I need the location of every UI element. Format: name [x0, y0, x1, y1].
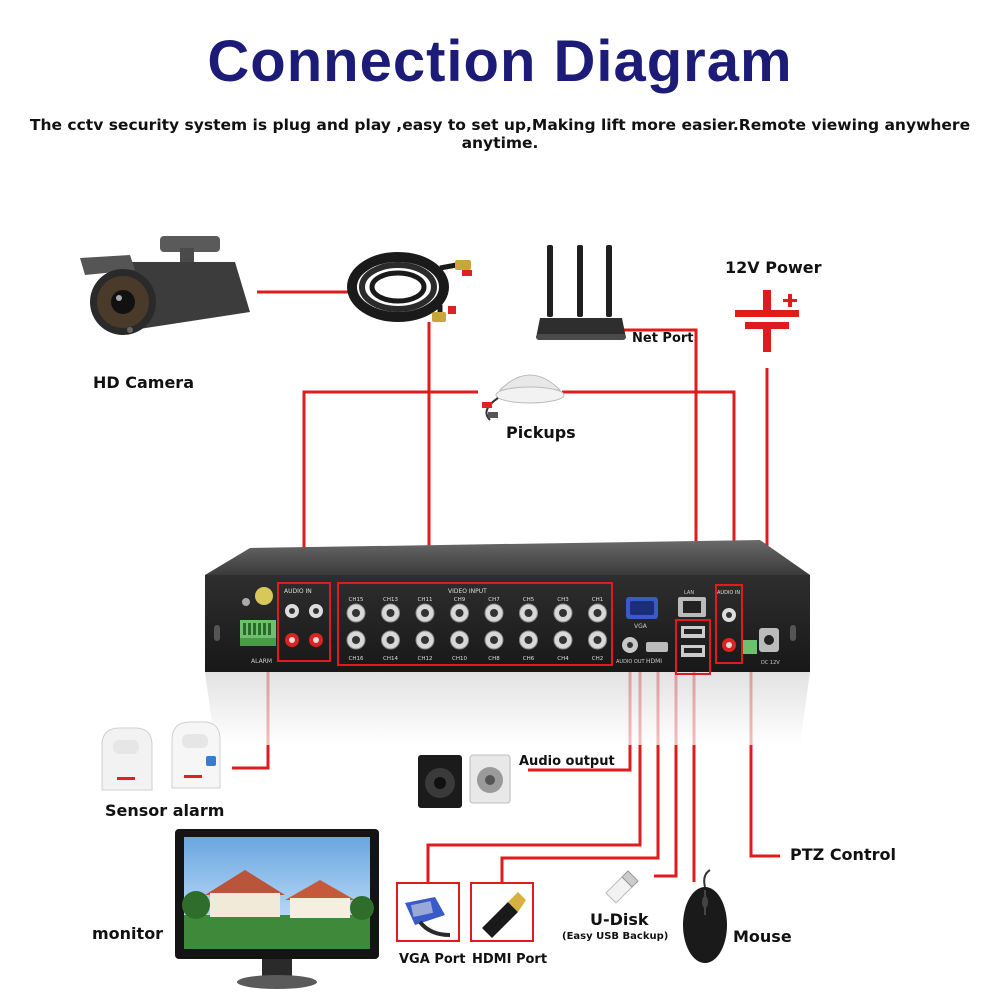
video-input-label: VIDEO INPUT: [448, 588, 487, 595]
power-symbol-icon: [735, 290, 799, 352]
audio-in-right-label: AUDIO IN: [717, 590, 740, 596]
dvr-hdmi-label: HDMI: [646, 658, 662, 665]
power-label: 12V Power: [725, 258, 822, 277]
dvr-hdmi-port: [646, 642, 668, 652]
channel-label-ch12: CH12: [418, 656, 433, 662]
alarm-label: ALARM: [251, 658, 272, 665]
bnc-connector-ch14: [381, 630, 400, 650]
wire-net-port: [624, 328, 698, 590]
hdmi-cable-icon: [470, 882, 534, 942]
dvr-audio-out-label: AUDIO OUT: [616, 659, 646, 665]
vga-cable-icon: [396, 882, 460, 942]
hd-camera-label: HD Camera: [93, 373, 194, 392]
wire-vga: [426, 660, 642, 884]
bnc-connector-ch5: [519, 603, 538, 623]
vga-port-label: VGA Port: [399, 952, 466, 967]
mouse-icon: [683, 869, 727, 963]
channel-label-ch13: CH13: [383, 597, 398, 603]
usb-disk-icon: [605, 870, 639, 904]
channel-label-ch9: CH9: [454, 597, 466, 603]
dvr-dc-label: DC 12V: [761, 660, 780, 666]
bnc-connector-ch13: [381, 603, 400, 623]
bnc-connector-ch7: [484, 603, 504, 623]
monitor-icon: [175, 829, 379, 989]
bnc-connector-ch12: [415, 630, 435, 650]
u-disk-note-label: (Easy USB Backup): [562, 931, 669, 942]
speakers-icon: [418, 754, 511, 808]
channel-label-ch7: CH7: [488, 597, 500, 603]
bnc-connector-ch9: [450, 603, 469, 623]
channel-label-ch3: CH3: [557, 597, 569, 603]
wire-pickups-audio-in-right: [562, 390, 736, 585]
channel-label-ch4: CH4: [557, 656, 569, 662]
channel-label-ch5: CH5: [523, 597, 535, 603]
hdmi-port-label: HDMI Port: [472, 952, 548, 967]
bnc-connector-ch8: [484, 630, 504, 650]
audio-in-right-highlight: [715, 584, 743, 664]
audio-in-left-highlight: [277, 582, 331, 662]
pickups-label: Pickups: [506, 423, 576, 442]
bnc-connector-ch1: [588, 603, 607, 623]
bnc-connector-ch6: [519, 630, 538, 650]
bnc-connector-ch3: [553, 603, 573, 623]
dvr-lan-label: LAN: [684, 590, 694, 596]
usb-highlight: [675, 619, 711, 675]
bnc-connector-ch11: [415, 603, 435, 623]
page-subtitle: The cctv security system is plug and pla…: [29, 116, 971, 152]
bnc-connector-ch16: [346, 630, 366, 650]
channel-label-ch2: CH2: [592, 656, 603, 662]
channel-label-ch8: CH8: [488, 656, 500, 662]
bnc-connector-ch15: [346, 603, 366, 623]
bnc-connector-ch10: [450, 630, 469, 650]
bnc-cable-icon: [347, 252, 472, 322]
hd-camera-icon: [80, 236, 250, 335]
audio-in-left-label: AUDIO IN: [284, 588, 312, 595]
bnc-connector-ch4: [553, 630, 573, 650]
net-port-label: Net Port: [632, 331, 694, 346]
wire-pickups-audio-in: [302, 390, 478, 585]
video-input-highlight: [337, 582, 613, 666]
monitor-label: monitor: [92, 924, 164, 943]
channel-label-ch15: CH15: [349, 597, 364, 603]
sensor-alarm-icon: [101, 721, 221, 791]
pickup-microphone-icon: [482, 374, 565, 421]
dvr-vga-label: VGA: [634, 623, 648, 630]
channel-label-ch10: CH10: [452, 656, 467, 662]
ptz-control-label: PTZ Control: [790, 845, 896, 864]
mouse-label: Mouse: [733, 927, 792, 946]
wire-hdmi: [500, 660, 660, 884]
channel-label-ch16: CH16: [349, 656, 364, 662]
audio-output-label: Audio output: [519, 754, 615, 769]
channel-label-ch6: CH6: [523, 656, 535, 662]
channel-label-ch11: CH11: [418, 597, 433, 603]
sensor-alarm-label: Sensor alarm: [105, 801, 225, 820]
bnc-connector-ch2: [588, 630, 607, 650]
page-title: Connection Diagram: [207, 29, 793, 94]
channel-label-ch1: CH1: [592, 597, 603, 603]
router-icon: [536, 245, 626, 340]
u-disk-label: U-Disk: [590, 910, 649, 929]
channel-label-ch14: CH14: [383, 656, 398, 662]
